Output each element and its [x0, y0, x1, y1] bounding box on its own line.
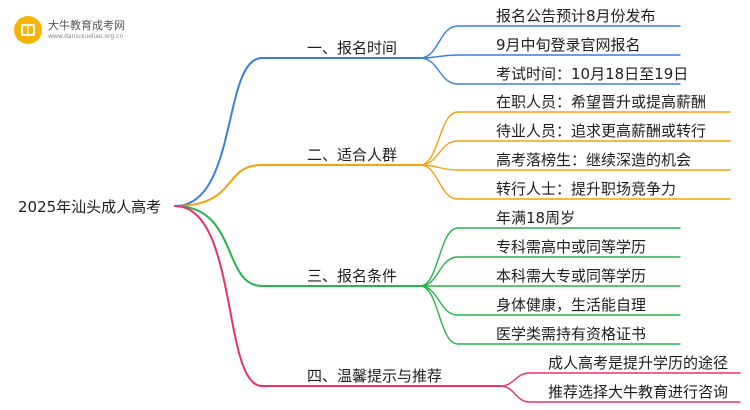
- leaf-connector: [419, 140, 731, 166]
- leaf-connector: [419, 54, 681, 59]
- leaf-label: 本科需大专或同等学历: [496, 267, 647, 285]
- leaf-connector: [419, 227, 681, 287]
- leaf-label: 医学类需持有资格证书: [496, 325, 647, 343]
- leaf-label: 推荐选择大牛教育进行咨询: [548, 383, 729, 401]
- logo-url: www.daniuxueliao.org.cn: [48, 33, 124, 40]
- branch-label: 一、报名时间: [307, 39, 398, 57]
- leaf-label: 年满18周岁: [496, 209, 576, 227]
- leaf-connector: [499, 372, 741, 387]
- leaf-connector: [419, 25, 681, 59]
- leaf-connector: [419, 285, 681, 345]
- root-node: 2025年汕头成人高考: [18, 198, 162, 216]
- leaf-connector: [419, 164, 731, 200]
- leaf-label: 转行人士：提升职场竞争力: [496, 180, 677, 198]
- logo-name: 大牛教育成考网: [48, 19, 125, 32]
- brand-logo: 大牛教育成考网 www.daniuxueliao.org.cn: [14, 16, 125, 44]
- branch-connector: [174, 205, 501, 387]
- leaf-connector: [419, 256, 681, 287]
- branch-connector: [174, 205, 421, 287]
- leaf-connector: [419, 285, 681, 316]
- branch-label: 二、适合人群: [307, 146, 398, 164]
- branch-connector: [174, 164, 421, 207]
- leaf-connector: [499, 385, 741, 403]
- book-icon: [14, 16, 42, 44]
- leaf-label: 考试时间：10月18日至19日: [496, 65, 689, 83]
- branch-connector: [174, 57, 421, 207]
- leaf-connector: [419, 164, 731, 171]
- leaf-connector: [419, 57, 681, 85]
- leaf-label: 专科需高中或同等学历: [496, 238, 647, 256]
- leaf-label: 成人高考是提升学历的途径: [548, 354, 729, 372]
- branch-label: 四、温馨提示与推荐: [307, 367, 443, 385]
- leaf-label: 报名公告预计8月份发布: [496, 7, 656, 25]
- leaf-label: 待业人员：追求更高薪酬或转行: [496, 122, 707, 140]
- leaf-label: 9月中旬登录官网报名: [496, 36, 641, 54]
- leaf-connector: [419, 111, 731, 166]
- leaf-label: 身体健康，生活能自理: [496, 296, 647, 314]
- branch-label: 三、报名条件: [307, 267, 398, 285]
- leaf-label: 在职人员：希望晋升或提高薪酬: [496, 93, 707, 111]
- leaf-label: 高考落榜生：继续深造的机会: [496, 151, 692, 169]
